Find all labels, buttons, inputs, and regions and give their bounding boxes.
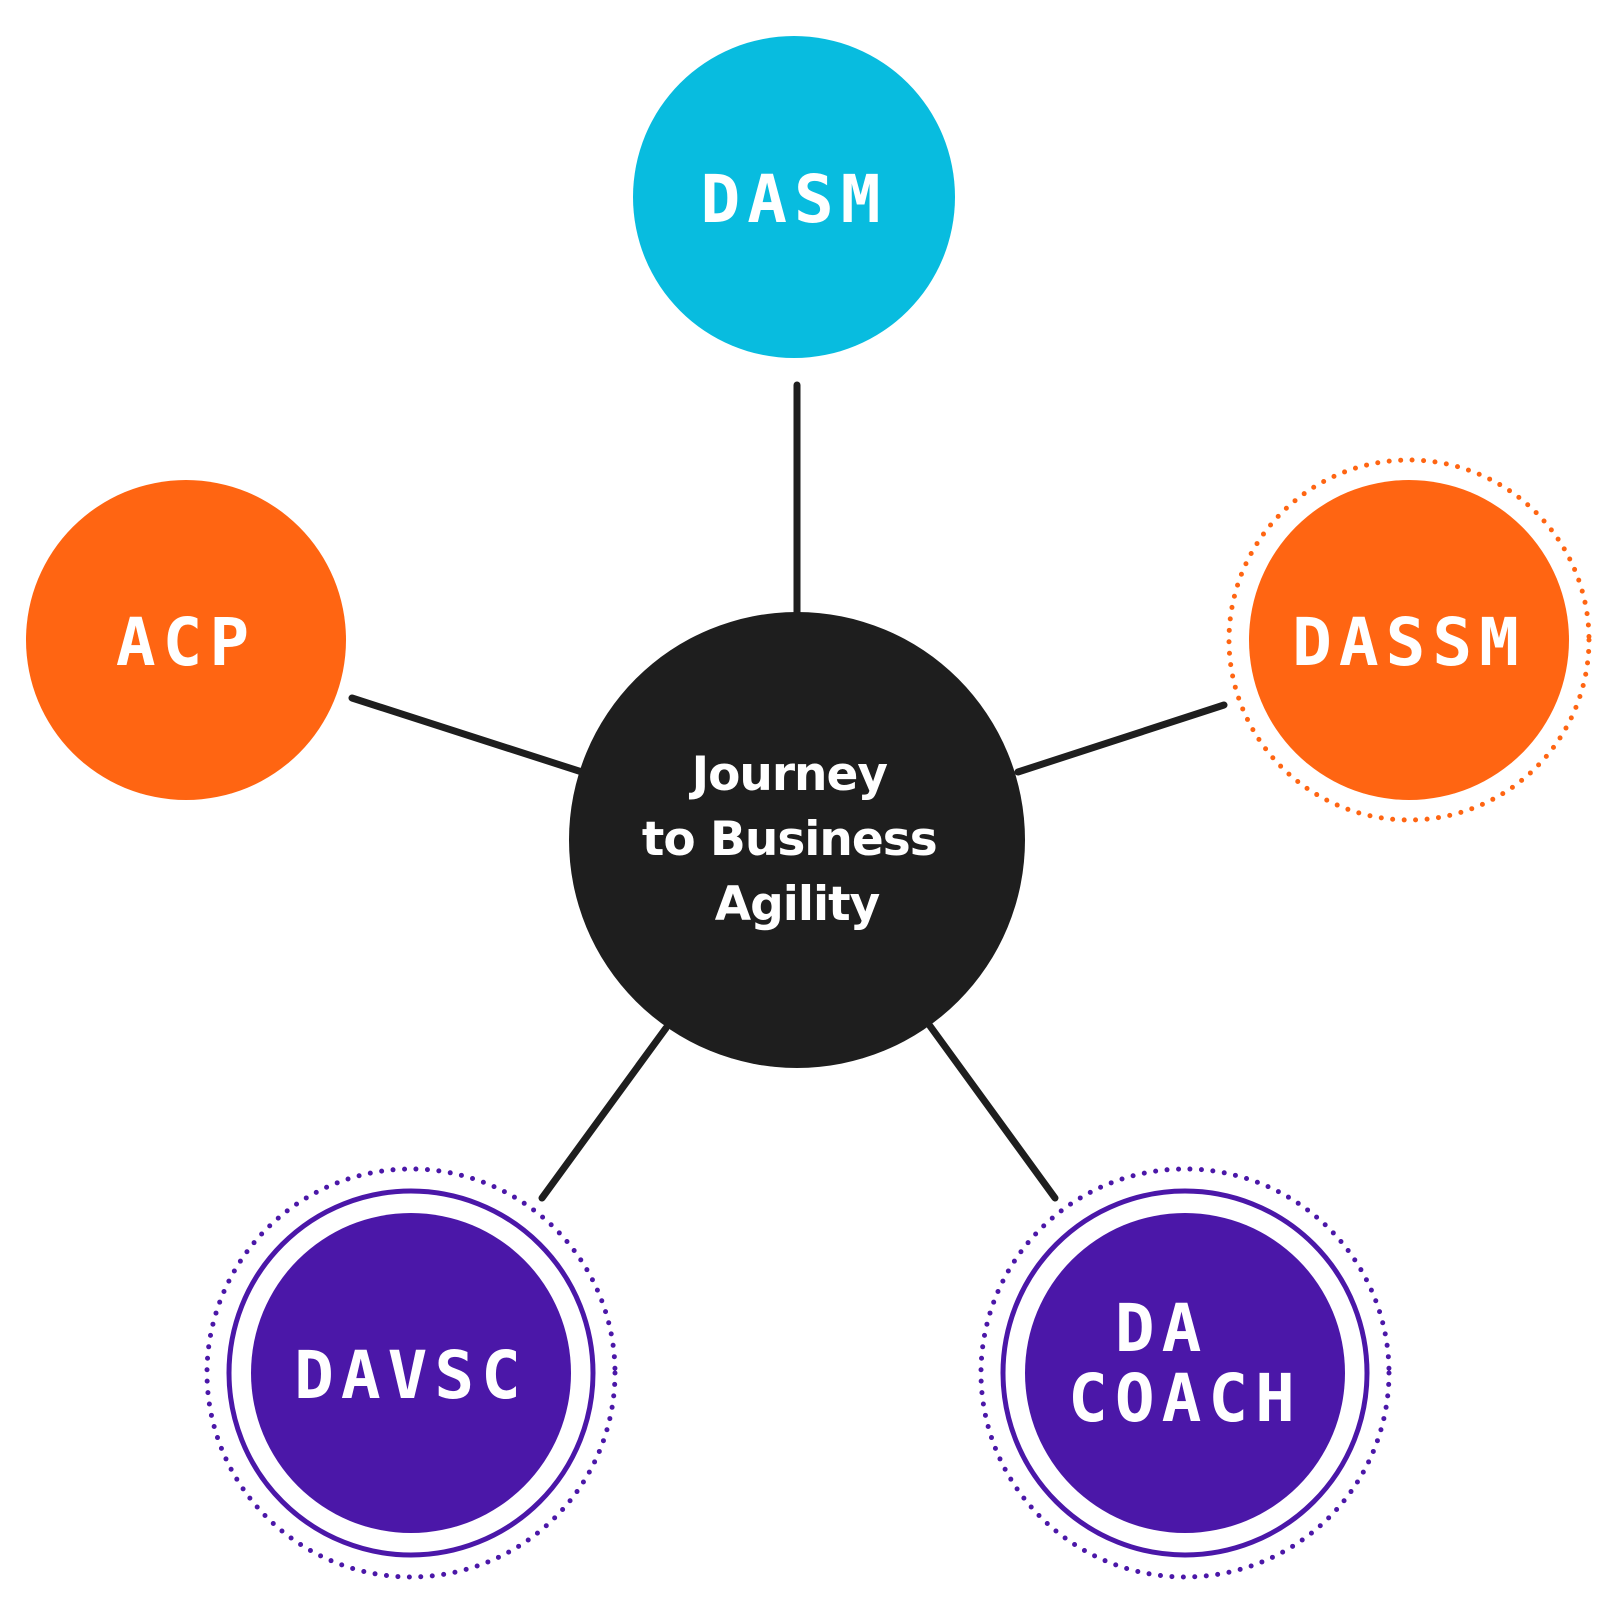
connector-dassm bbox=[1014, 701, 1228, 776]
node-dasm: DASM bbox=[633, 36, 955, 358]
connectors bbox=[348, 381, 1228, 1202]
node-dassm: DASSM bbox=[1226, 457, 1592, 823]
node-dassm-label: DASSM bbox=[1292, 604, 1526, 681]
node-dassm-label-line: DASSM bbox=[1292, 604, 1526, 681]
node-davsc: DAVSC bbox=[204, 1166, 618, 1580]
node-da-coach-circle bbox=[1025, 1213, 1345, 1533]
node-davsc-outline-ring bbox=[226, 1188, 596, 1558]
node-dasm-label-line: DASM bbox=[701, 161, 888, 238]
node-dasm-label: DASM bbox=[701, 161, 888, 238]
node-da-coach-outline-ring bbox=[1000, 1188, 1370, 1558]
node-davsc-circle bbox=[251, 1213, 571, 1533]
node-acp-label: ACP bbox=[116, 604, 256, 681]
center-node: Journey to Business Agility bbox=[569, 612, 1025, 1068]
node-acp-circle bbox=[26, 480, 346, 800]
node-da-coach-dotted-ring bbox=[978, 1166, 1392, 1580]
node-davsc-dotted-ring bbox=[204, 1166, 618, 1580]
node-da-coach-label-line-1: DA bbox=[1115, 1290, 1208, 1367]
center-node-circle bbox=[569, 612, 1025, 1068]
center-node-title-line-3: Agility bbox=[715, 877, 880, 932]
node-dassm-circle bbox=[1249, 480, 1569, 800]
node-da-coach-label: DA COACH bbox=[1068, 1290, 1302, 1437]
connector-da-coach bbox=[926, 1022, 1059, 1202]
node-acp-label-line: ACP bbox=[116, 604, 256, 681]
node-dassm-dotted-ring bbox=[1226, 457, 1592, 823]
center-node-title: Journey to Business Agility bbox=[642, 747, 952, 932]
center-node-title-line-2: to Business bbox=[642, 812, 937, 867]
node-davsc-label-line: DAVSC bbox=[294, 1337, 528, 1414]
node-acp: ACP bbox=[26, 480, 346, 800]
connector-davsc bbox=[538, 1024, 670, 1202]
connector-acp bbox=[348, 694, 586, 776]
node-da-coach-label-line-2: COACH bbox=[1068, 1360, 1302, 1437]
node-da-coach: DA COACH bbox=[978, 1166, 1392, 1580]
node-davsc-label: DAVSC bbox=[294, 1337, 528, 1414]
node-dasm-circle bbox=[633, 36, 955, 358]
center-node-title-line-1: Journey bbox=[689, 747, 888, 802]
